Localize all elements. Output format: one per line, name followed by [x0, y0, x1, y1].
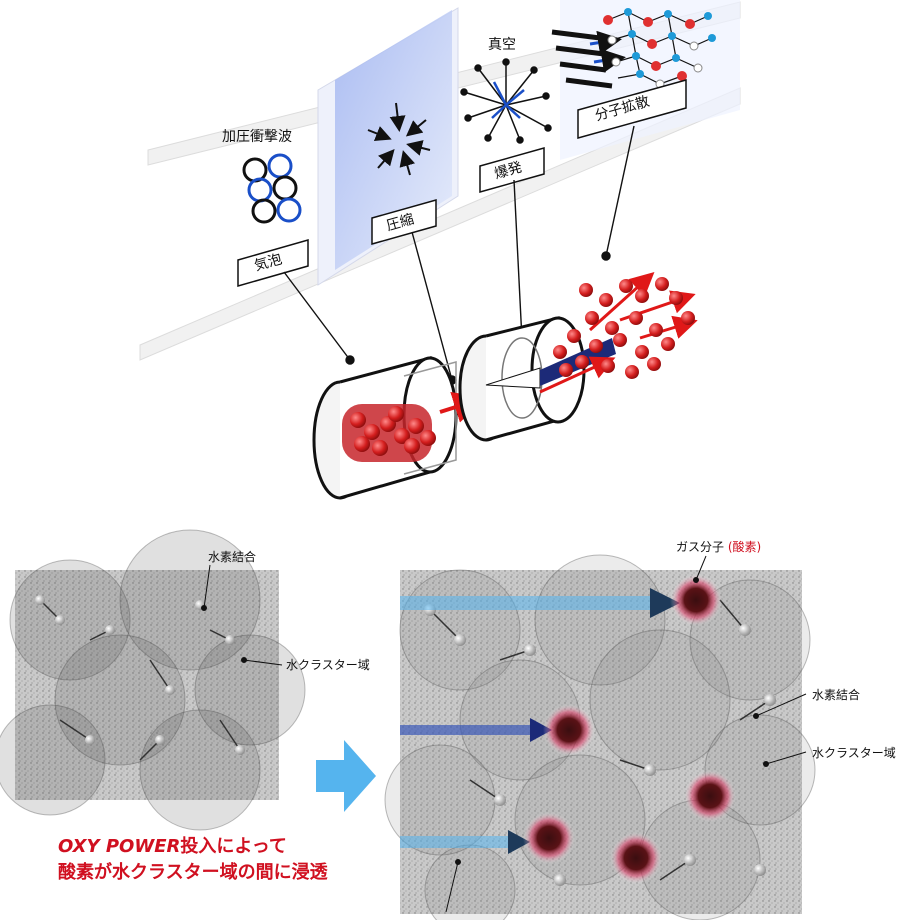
left-label-hbond: 水素結合 — [208, 550, 257, 564]
box-compress — [371, 199, 437, 245]
gas-label-oxygen: (酸素) — [727, 540, 762, 554]
caption-brand: OXY POWER — [58, 836, 181, 857]
penetration-arrows — [400, 588, 680, 854]
transition-arrow-icon — [316, 740, 376, 812]
left-leaders — [201, 564, 283, 666]
right-leaders — [445, 555, 807, 913]
gas-label-text: ガス分子 — [676, 540, 725, 554]
label-shockwave: 加圧衝撃波 — [222, 129, 292, 145]
box-diffusion — [577, 79, 687, 139]
cylinder-bubble-chamber — [312, 356, 458, 500]
gas-molecules — [523, 574, 736, 884]
tilted-panels — [317, 0, 740, 286]
o2-spray — [539, 271, 698, 394]
right-label-cluster: 水クラスター域 — [812, 746, 896, 760]
bubble-rings-icon — [242, 153, 302, 224]
right-label-hbond: 水素結合 — [812, 688, 861, 702]
right-label-gas: ガス分子 (酸素) — [676, 538, 761, 555]
caption-line1-rest: 投入によって — [180, 836, 287, 857]
cylinder-burst-chamber — [458, 316, 616, 442]
water-cluster-panel-after — [384, 554, 816, 924]
burst-icon — [460, 58, 552, 144]
box-burst — [479, 147, 545, 193]
molecule-network-icon — [551, 8, 716, 89]
label-vacuum: 真空 — [488, 37, 516, 53]
box-bubble — [237, 239, 309, 287]
caption-line-1: OXY POWER投入によって — [58, 834, 328, 860]
water-cluster-panel-before — [0, 529, 306, 831]
caption-oxy-power: OXY POWER投入によって 酸素が水クラスター域の間に浸透 — [58, 834, 328, 886]
compression-arrows-icon — [367, 102, 431, 176]
caption-line-2: 酸素が水クラスター域の間に浸透 — [58, 862, 328, 883]
left-label-cluster: 水クラスター域 — [286, 658, 370, 672]
